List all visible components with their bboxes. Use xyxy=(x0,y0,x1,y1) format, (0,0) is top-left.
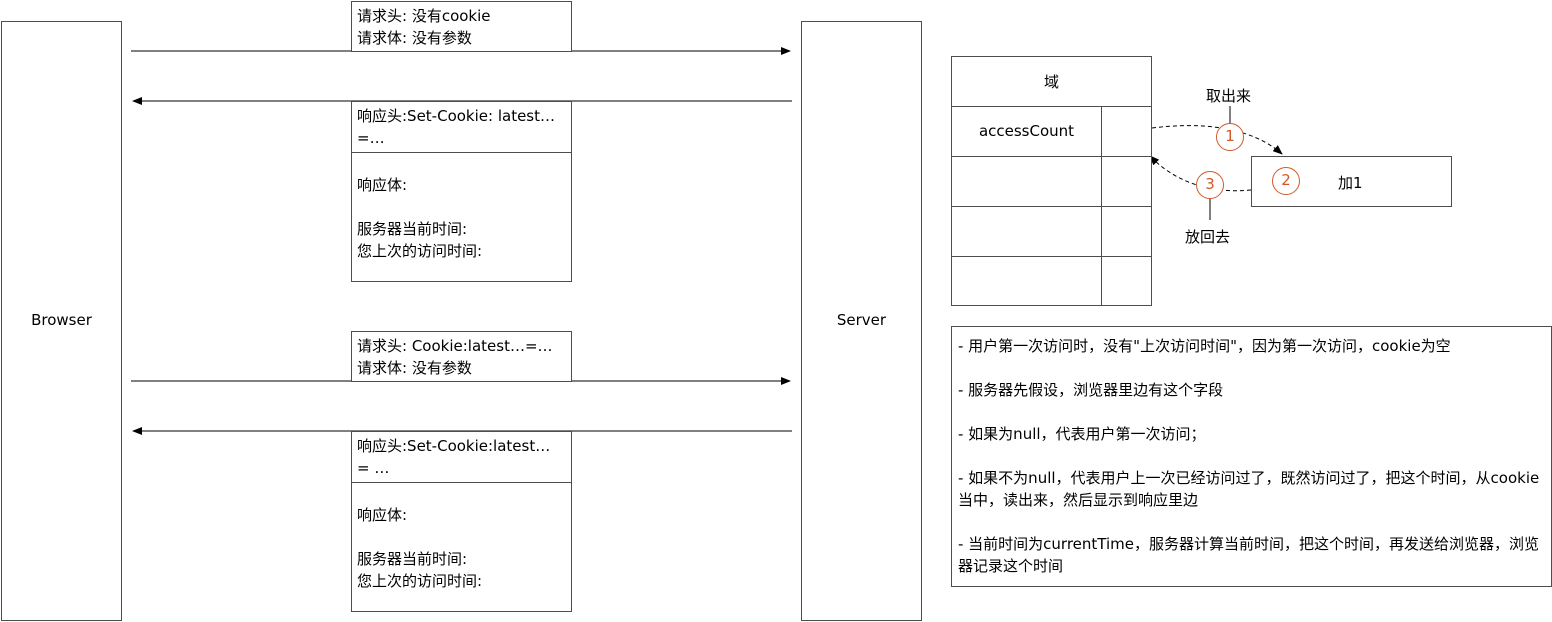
put-back-connector xyxy=(1149,155,1252,192)
response2-spacer xyxy=(357,526,566,548)
response1-body-title: 响应体: xyxy=(357,176,408,194)
response1-last-visit: 您上次的访问时间: xyxy=(357,242,483,260)
increment-box: 加1 xyxy=(1251,156,1452,207)
request2-header: 请求头: Cookie:latest…=… xyxy=(357,337,553,355)
step1-badge: 1 xyxy=(1216,123,1244,151)
response2-header-section: 响应头:Set-Cookie:latest… = … xyxy=(352,432,571,483)
server-box: Server xyxy=(801,21,922,621)
browser-box: Browser xyxy=(1,21,122,621)
response2-body-title: 响应体: xyxy=(357,506,408,524)
domain-table-value-cell xyxy=(1102,107,1151,157)
response1-spacer xyxy=(357,196,566,218)
response2-body-section: 响应体: 服务器当前时间: 您上次的访问时间: xyxy=(352,483,571,596)
notes-box: - 用户第一次访问时，没有"上次访问时间"，因为第一次访问，cookie为空 -… xyxy=(951,326,1552,587)
request1-content: 请求头: 没有cookie 请求体: 没有参数 xyxy=(352,2,571,53)
request2-content: 请求头: Cookie:latest…=… 请求体: 没有参数 xyxy=(352,332,571,383)
domain-table-title: 域 xyxy=(1043,73,1059,91)
put-back-label: 放回去 xyxy=(1185,228,1231,246)
domain-table-row xyxy=(1102,257,1151,305)
increment-label: 加1 xyxy=(1338,174,1363,192)
response2-server-time: 服务器当前时间: xyxy=(357,550,468,568)
response2-box: 响应头:Set-Cookie:latest… = … 响应体: 服务器当前时间:… xyxy=(351,431,572,612)
domain-table-row xyxy=(952,157,1102,207)
domain-table-row xyxy=(952,207,1102,257)
step2-badge: 2 xyxy=(1272,167,1300,195)
take-out-label: 取出来 xyxy=(1206,87,1252,105)
response1-box: 响应头:Set-Cookie: latest… =… 响应体: 服务器当前时间:… xyxy=(351,101,572,282)
response2-header-line2: = … xyxy=(357,459,390,477)
response1-header-line2: =… xyxy=(357,129,385,147)
domain-table-key: accessCount xyxy=(978,122,1075,140)
request2-box: 请求头: Cookie:latest…=… 请求体: 没有参数 xyxy=(351,331,572,382)
domain-table-key-cell: accessCount xyxy=(952,107,1102,157)
note-item: - 当前时间为currentTime，服务器计算当前时间，把这个时间，再发送给浏… xyxy=(958,535,1540,575)
response1-server-time: 服务器当前时间: xyxy=(357,220,468,238)
note-item: - 如果不为null，代表用户上一次已经访问过了，既然访问过了，把这个时间，从c… xyxy=(958,469,1540,509)
domain-table: 域 accessCount xyxy=(951,56,1152,306)
domain-table-row xyxy=(1102,207,1151,257)
domain-table-row xyxy=(952,257,1102,305)
note-item: - 服务器先假设，浏览器里边有这个字段 xyxy=(958,381,1224,399)
note-item: - 如果为null，代表用户第一次访问； xyxy=(958,425,1206,443)
response2-header-line1: 响应头:Set-Cookie:latest… xyxy=(357,437,551,455)
note-item: - 用户第一次访问时，没有"上次访问时间"，因为第一次访问，cookie为空 xyxy=(958,337,1451,355)
request1-body: 请求体: 没有参数 xyxy=(357,29,472,47)
server-label: Server xyxy=(836,311,887,329)
step3-badge: 3 xyxy=(1196,171,1224,199)
domain-table-title-cell: 域 xyxy=(952,57,1151,107)
response1-body-section: 响应体: 服务器当前时间: 您上次的访问时间: xyxy=(352,153,571,266)
response1-header-line1: 响应头:Set-Cookie: latest… xyxy=(357,107,555,125)
response1-header-section: 响应头:Set-Cookie: latest… =… xyxy=(352,102,571,153)
domain-table-row xyxy=(1102,157,1151,207)
request1-header: 请求头: 没有cookie xyxy=(357,7,491,25)
response2-last-visit: 您上次的访问时间: xyxy=(357,572,483,590)
browser-label: Browser xyxy=(31,311,92,329)
request2-body: 请求体: 没有参数 xyxy=(357,359,472,377)
request1-box: 请求头: 没有cookie 请求体: 没有参数 xyxy=(351,1,572,52)
